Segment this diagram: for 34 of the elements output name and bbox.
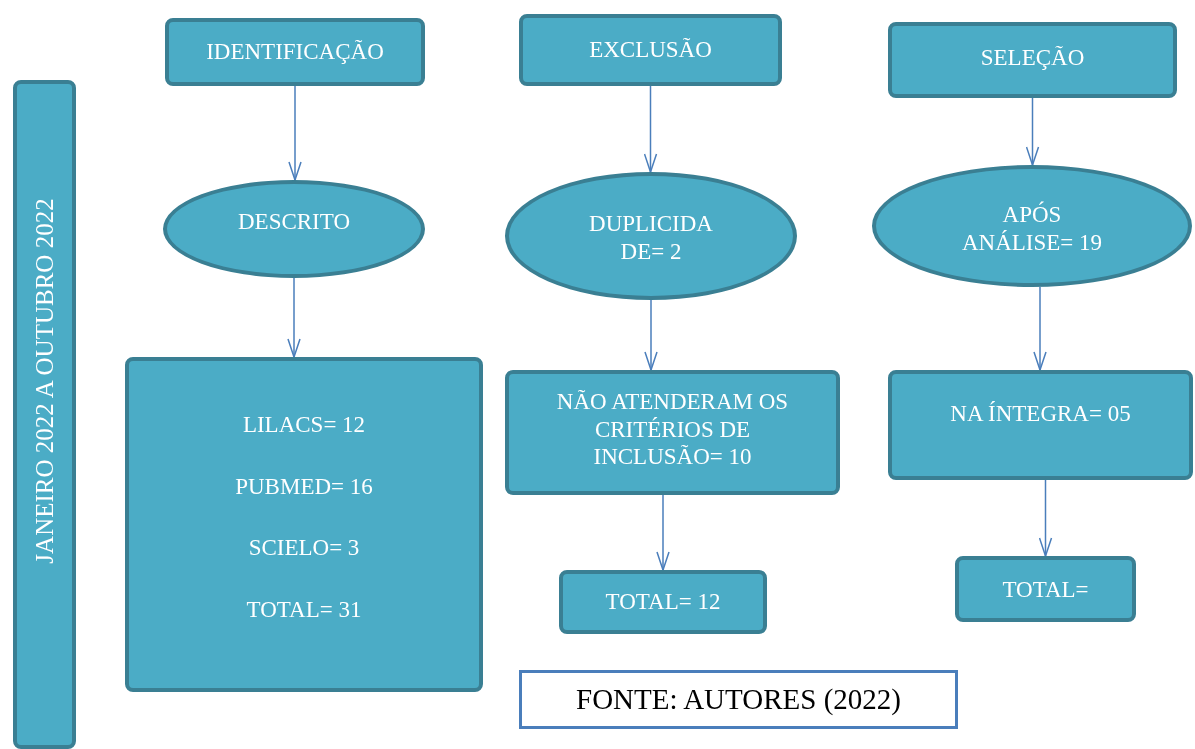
- process-box: [559, 570, 767, 634]
- node-label: PUBMED= 16: [235, 472, 373, 501]
- process-box: [519, 14, 782, 86]
- vertical-label: JANEIRO 2022 A OUTUBRO 2022: [29, 198, 59, 565]
- arrow: [1038, 479, 1053, 557]
- node-label: TOTAL=: [1002, 576, 1089, 604]
- node-label: TOTAL= 31: [246, 595, 362, 624]
- node-label: SELEÇÃO: [980, 44, 1085, 72]
- arrow: [287, 277, 301, 358]
- source-note-box: [519, 670, 958, 729]
- process-box: [505, 370, 840, 495]
- node-label: NÃO ATENDERAM OS CRITÉRIOS DE INCLUSÃO= 10: [555, 388, 790, 471]
- arrow: [643, 85, 658, 173]
- process-box: [888, 22, 1177, 98]
- arrow: [1025, 97, 1040, 166]
- node-label: FONTE: AUTORES (2022): [576, 682, 901, 717]
- node-label: SCIELO= 3: [248, 534, 360, 562]
- process-box: [125, 357, 483, 692]
- arrow: [656, 494, 670, 571]
- arrow: [288, 85, 302, 181]
- node-label: APÓS ANÁLISE= 19: [960, 201, 1104, 257]
- node-label: TOTAL= 12: [605, 588, 721, 616]
- node-label: NA ÍNTEGRA= 05: [950, 400, 1131, 428]
- node-label: IDENTIFICAÇÃO: [206, 38, 384, 66]
- vertical-band: [13, 80, 76, 749]
- arrow: [1033, 286, 1047, 371]
- node-label: LILACS= 12: [242, 411, 366, 439]
- arrow: [644, 299, 658, 371]
- node-label: DESCRITO: [237, 208, 350, 236]
- process-box: [165, 18, 425, 86]
- node-label: DUPLICIDA DE= 2: [588, 210, 714, 266]
- process-box: [955, 556, 1136, 622]
- node-label: EXCLUSÃO: [589, 36, 712, 64]
- process-box: [888, 370, 1193, 480]
